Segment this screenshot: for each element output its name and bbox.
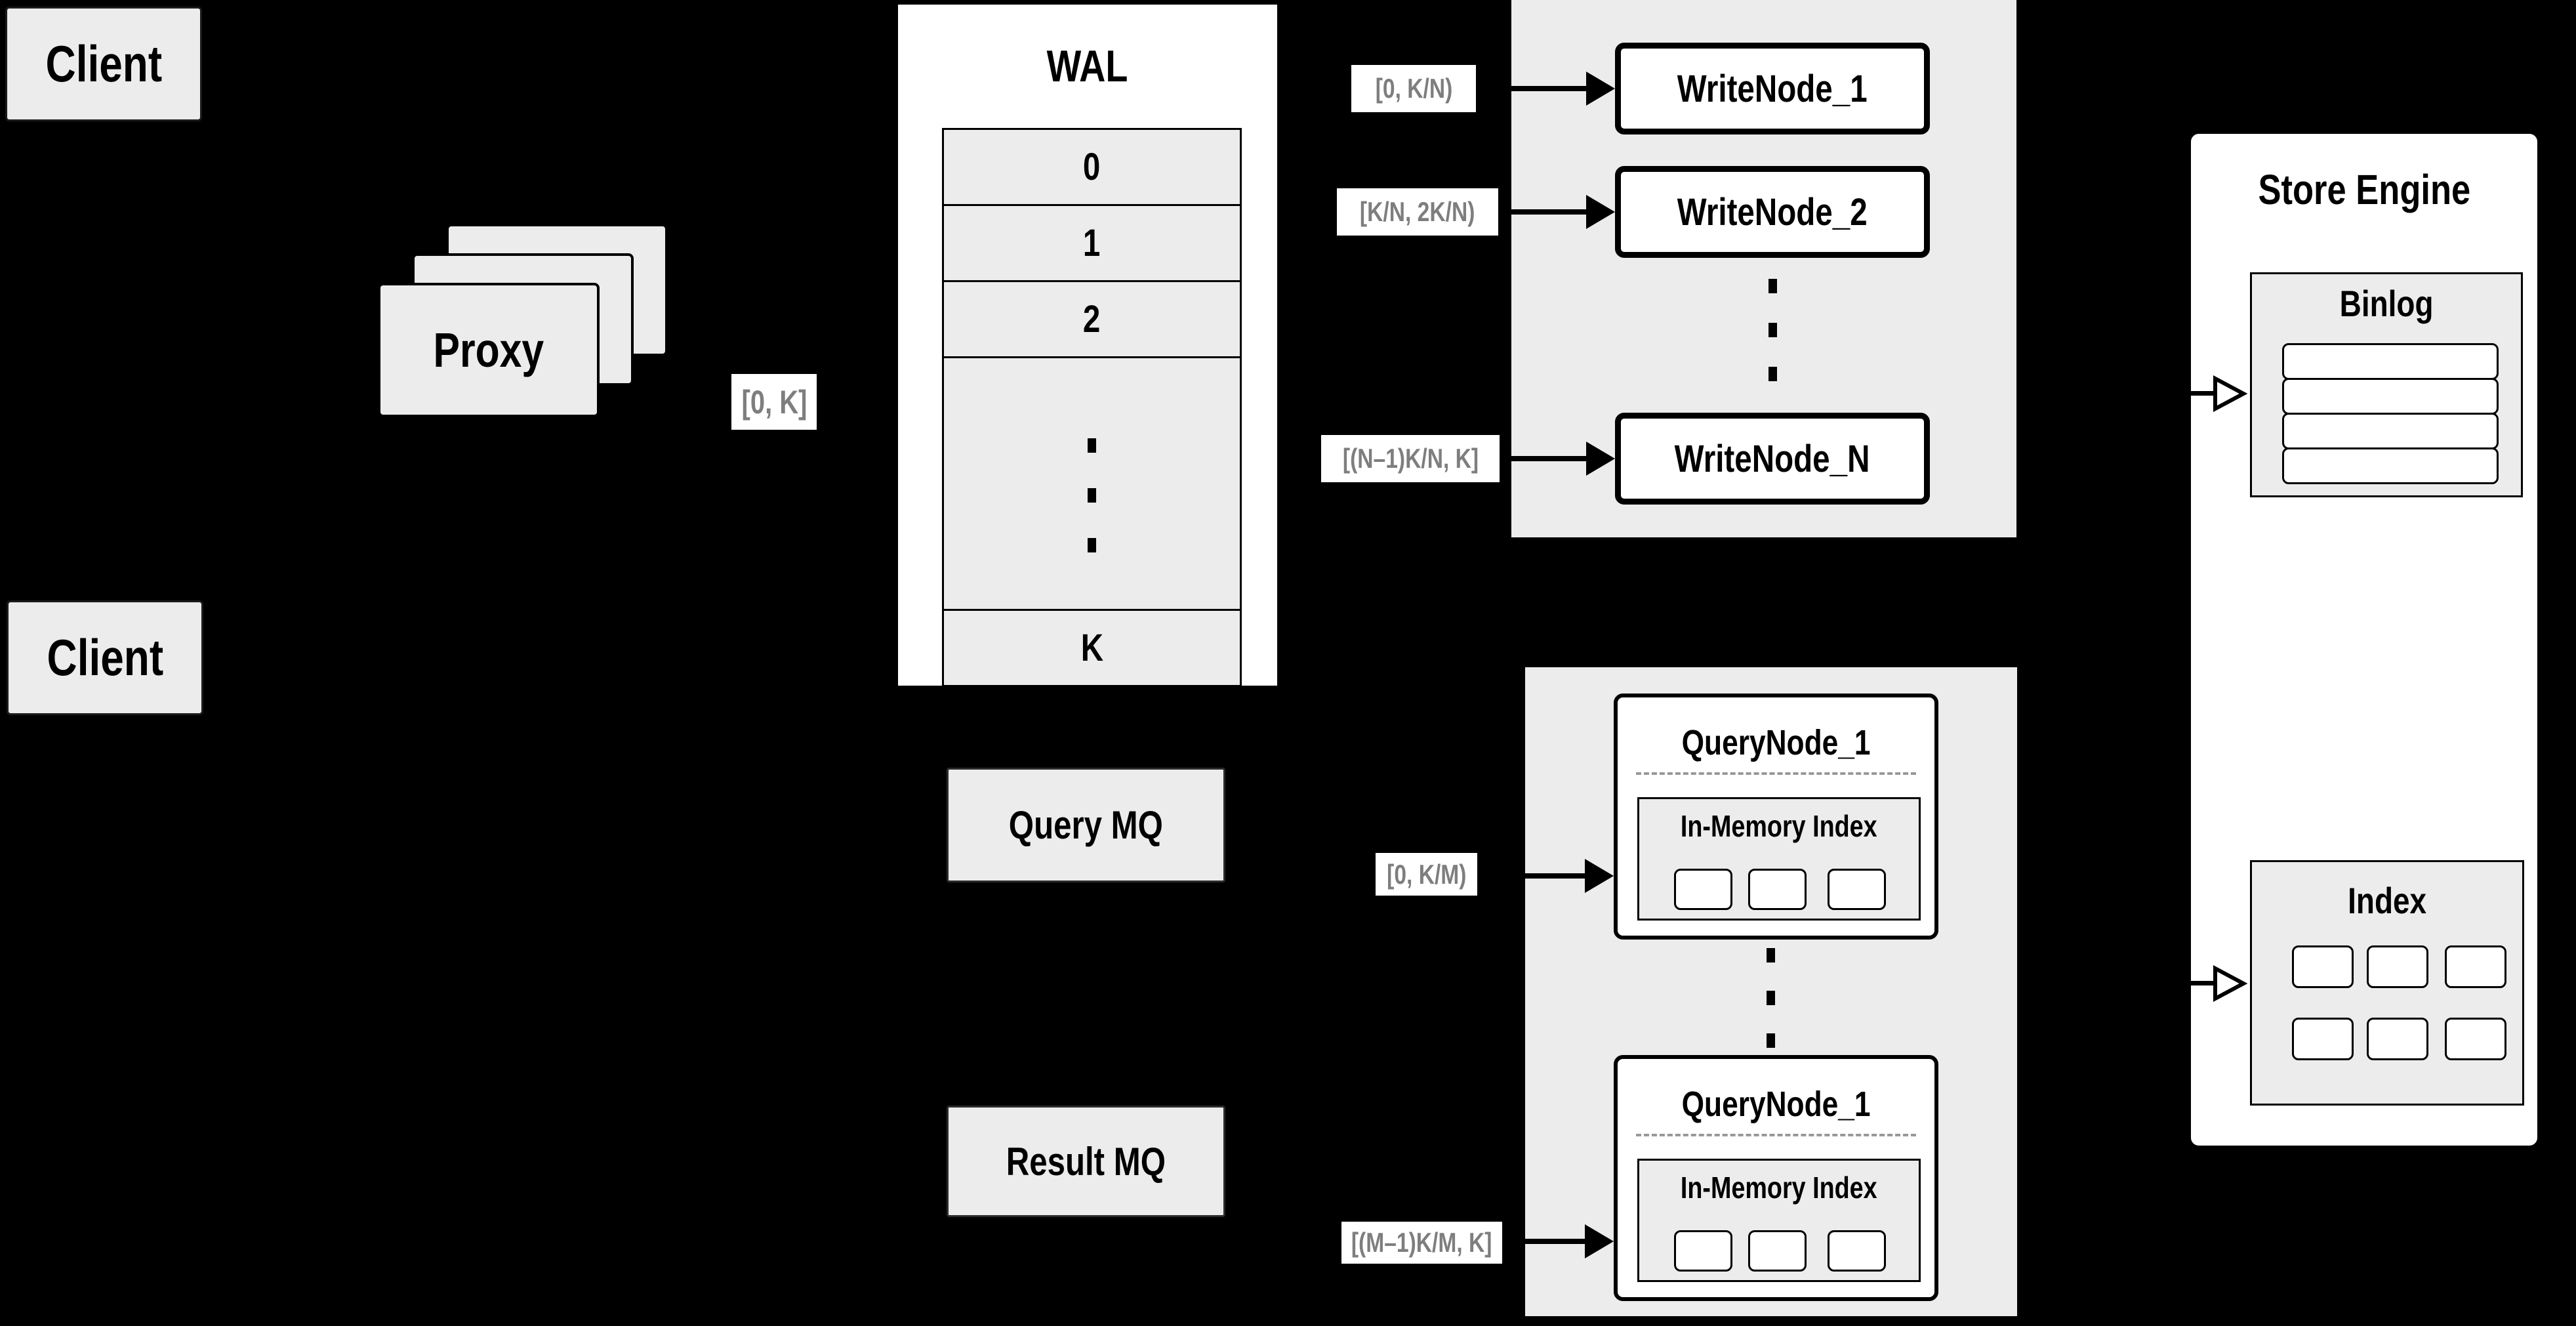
client-box-bottom: Client <box>7 600 203 715</box>
ellipsis-dot <box>1088 438 1096 453</box>
arrow-to-querynode-2 <box>1525 1239 1587 1244</box>
arrowhead-writenode-n <box>1586 442 1615 476</box>
index-segment-square <box>2292 1018 2354 1060</box>
binlog-row-list <box>2282 343 2499 484</box>
write-range-chip-n: [(N–1)K/N, K] <box>1321 435 1500 482</box>
binlog-row <box>2282 413 2499 449</box>
dashed-divider <box>1636 1134 1916 1136</box>
index-segment-square <box>2292 945 2354 988</box>
in-memory-index-title: In-Memory Index <box>1681 1171 1877 1205</box>
wal-title: WAL <box>1047 41 1128 91</box>
arrow-to-querynode-1 <box>1525 873 1587 879</box>
binlog-box: Binlog <box>2250 272 2523 497</box>
index-segment-square <box>2445 1018 2506 1060</box>
arrowhead-writenode-2 <box>1586 195 1615 229</box>
write-range-chip-1: [0, K/N) <box>1351 65 1476 112</box>
write-node-group: WriteNode_1 WriteNode_2 WriteNode_N <box>1511 0 2016 537</box>
binlog-title: Binlog <box>2339 283 2434 324</box>
arrow-to-writenode-1 <box>1511 86 1589 91</box>
client-bottom-label: Client <box>47 629 163 686</box>
arrowhead-querynode-1 <box>1585 859 1614 893</box>
in-memory-index-title: In-Memory Index <box>1681 809 1877 843</box>
query-node-top-title: QueryNode_1 <box>1681 723 1871 762</box>
ellipsis-dot <box>1767 948 1775 963</box>
open-arrowhead-index <box>2213 965 2247 1002</box>
wal-panel: WAL 0 1 2 K <box>895 2 1280 688</box>
wal-segment-list: 0 1 2 K <box>942 128 1242 687</box>
index-segment-square <box>1828 1230 1886 1272</box>
arrow-to-index <box>2191 981 2221 985</box>
binlog-row <box>2282 378 2499 415</box>
ellipsis-dot <box>1088 488 1096 503</box>
ellipsis-dot <box>1767 1033 1775 1048</box>
index-segment-square <box>1748 869 1807 910</box>
in-memory-index-box-bottom: In-Memory Index <box>1637 1159 1921 1282</box>
ellipsis-dot <box>1088 538 1096 552</box>
store-engine-title: Store Engine <box>2258 166 2470 213</box>
store-engine-panel: Store Engine Binlog Index <box>2188 131 2540 1148</box>
index-segment-square <box>1674 1230 1732 1272</box>
write-node-1: WriteNode_1 <box>1615 43 1930 135</box>
ellipsis-dot <box>1768 323 1777 337</box>
dashed-divider <box>1636 772 1916 775</box>
client-top-label: Client <box>45 35 162 93</box>
arrowhead-writenode-1 <box>1586 72 1615 106</box>
index-segment-square <box>1828 869 1886 910</box>
index-box: Index <box>2250 860 2524 1106</box>
arrow-to-writenode-n <box>1511 456 1589 461</box>
proxy-range-chip: [0, K] <box>731 374 817 430</box>
index-segment-square <box>2445 945 2506 988</box>
index-segment-square <box>2367 945 2428 988</box>
ellipsis-dot <box>1768 279 1777 293</box>
query-range-chip-2: [(M–1)K/M, K] <box>1341 1222 1502 1264</box>
in-memory-index-box-top: In-Memory Index <box>1637 797 1921 921</box>
ellipsis-dot <box>1767 991 1775 1005</box>
arrow-to-writenode-2 <box>1511 209 1589 215</box>
index-segment-square <box>1748 1230 1807 1272</box>
client-box-top: Client <box>5 7 202 121</box>
wal-segment-row: 0 <box>942 128 1242 206</box>
arrowhead-querynode-2 <box>1585 1224 1614 1258</box>
ellipsis-dot <box>1768 367 1777 381</box>
wal-segment-row-last: K <box>942 609 1242 687</box>
query-node-bottom-title: QueryNode_1 <box>1681 1085 1871 1124</box>
wal-segment-row: 1 <box>942 204 1242 282</box>
index-title: Index <box>2348 880 2426 921</box>
query-mq-box: Query MQ <box>947 768 1225 882</box>
open-arrowhead-binlog <box>2213 375 2247 412</box>
binlog-row <box>2282 447 2499 484</box>
result-mq-box: Result MQ <box>947 1106 1225 1217</box>
proxy-label: Proxy <box>433 323 544 377</box>
query-node-top: QueryNode_1 In-Memory Index <box>1614 694 1938 940</box>
index-segment-square <box>1674 869 1732 910</box>
arrow-to-binlog <box>2191 391 2221 396</box>
proxy-card-front: Proxy <box>378 283 600 417</box>
binlog-row <box>2282 343 2499 380</box>
write-node-n: WriteNode_N <box>1615 413 1930 505</box>
wal-segment-row: 2 <box>942 280 1242 358</box>
write-range-chip-2: [K/N, 2K/N) <box>1337 188 1498 236</box>
query-node-bottom: QueryNode_1 In-Memory Index <box>1614 1055 1938 1301</box>
index-segment-square <box>2367 1018 2428 1060</box>
query-node-group: QueryNode_1 In-Memory Index QueryNode_1 <box>1525 667 2017 1316</box>
query-range-chip-1: [0, K/M) <box>1376 853 1477 896</box>
wal-ellipsis-row <box>942 356 1242 611</box>
write-node-2: WriteNode_2 <box>1615 166 1930 258</box>
